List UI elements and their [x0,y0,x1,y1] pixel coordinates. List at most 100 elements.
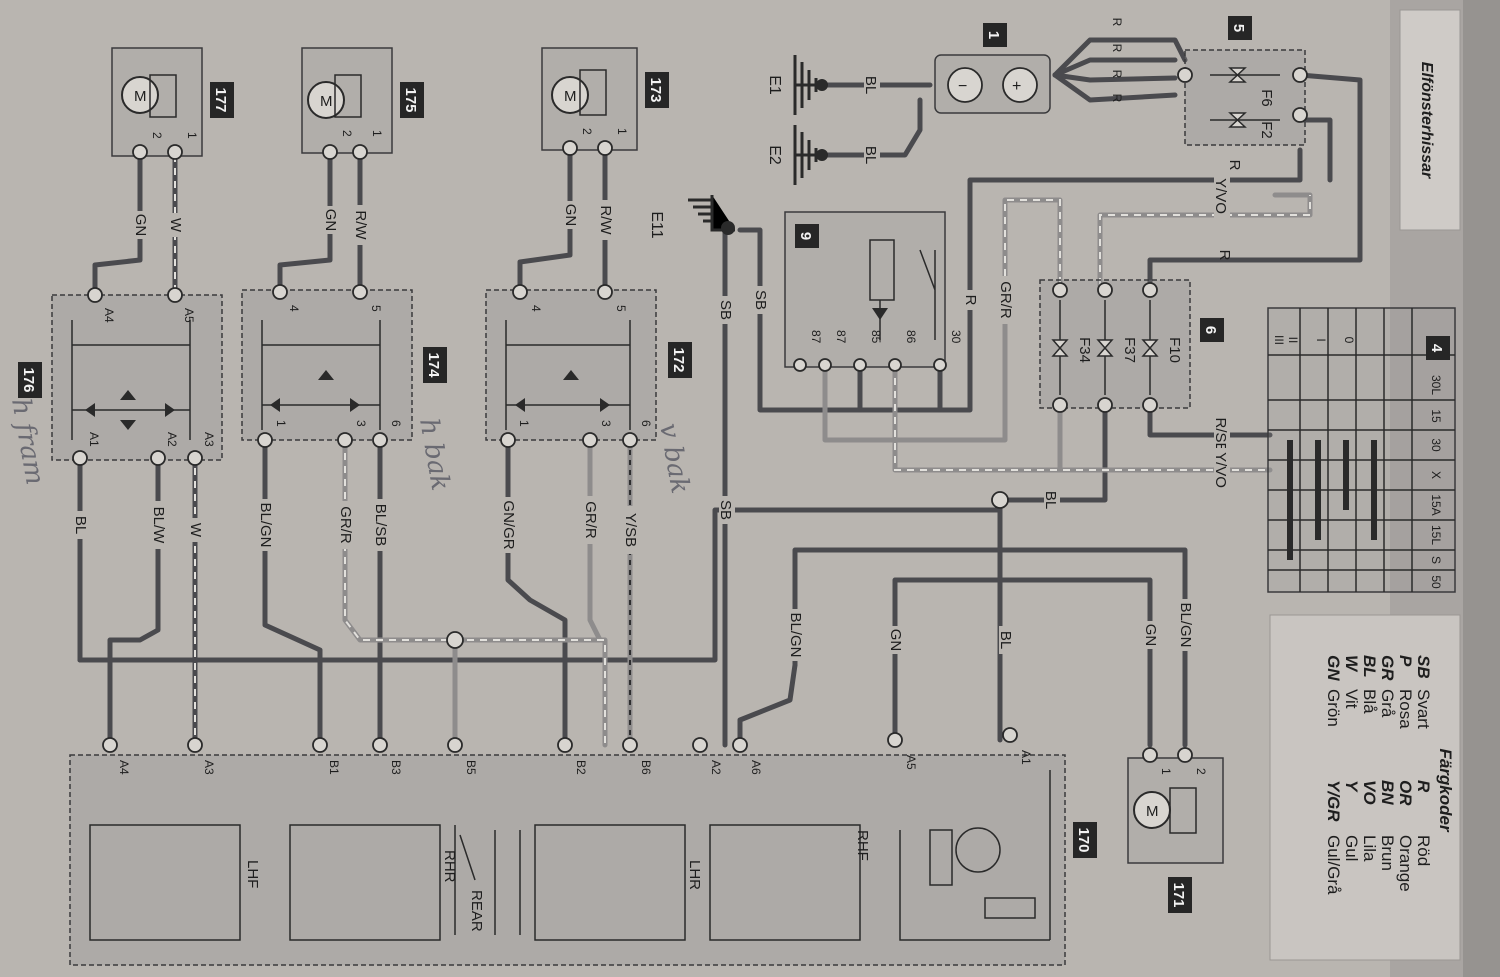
svg-text:Brun: Brun [1378,835,1397,871]
svg-text:87: 87 [809,330,823,344]
tag-1: 1 [983,23,1007,47]
tag-175: 175 [400,82,424,118]
svg-text:F34: F34 [1076,337,1093,363]
ground-e1 [793,55,828,115]
svg-text:GR: GR [1378,655,1397,681]
svg-text:5: 5 [1230,24,1247,32]
svg-text:Lila: Lila [1360,835,1379,862]
svg-text:III: III [1272,335,1286,345]
control-unit-170 [69,754,1066,966]
svg-text:5: 5 [614,305,628,312]
svg-text:177: 177 [212,87,229,112]
svg-text:GN: GN [322,209,339,232]
svg-text:R: R [962,295,979,306]
svg-text:REAR: REAR [468,890,485,932]
section-labels: LHF RHR REAR LHR RHF [244,830,871,932]
svg-text:W: W [167,218,184,233]
svg-text:W: W [187,523,204,538]
battery-1: − + [934,54,1051,114]
svg-text:BN: BN [1378,780,1397,805]
svg-text:F10: F10 [1166,337,1183,363]
svg-text:Y/GR: Y/GR [1324,780,1343,822]
svg-text:85: 85 [869,330,883,344]
svg-text:3: 3 [599,420,613,427]
label-e2: E2 [766,145,783,165]
svg-text:LHR: LHR [686,860,703,890]
svg-text:RHF: RHF [854,830,871,861]
svg-text:E2: E2 [766,145,783,165]
svg-text:BL: BL [1360,655,1379,678]
svg-text:BL/W: BL/W [150,507,167,545]
svg-text:30L: 30L [1429,375,1443,395]
svg-text:171: 171 [1170,882,1187,907]
motor-173: M [541,47,638,151]
tag-177: 177 [210,82,234,118]
svg-text:R: R [1226,160,1243,171]
svg-text:A4: A4 [102,308,116,323]
svg-text:F2: F2 [1258,121,1275,139]
svg-text:A2: A2 [165,432,179,447]
svg-text:GN: GN [132,214,149,237]
svg-text:Y/VO: Y/VO [1212,178,1229,214]
svg-text:174: 174 [425,352,442,378]
svg-text:1: 1 [615,128,629,135]
tag-4: 4 [1426,336,1450,360]
svg-text:SB: SB [1414,655,1433,679]
motor-177: M [111,47,203,157]
svg-text:BL: BL [1042,491,1059,509]
svg-text:2: 2 [150,132,164,139]
svg-text:Blå: Blå [1360,689,1379,714]
motor-175: M [301,47,393,154]
svg-text:Röd: Röd [1414,835,1433,866]
svg-text:SB: SB [717,300,734,320]
svg-text:0: 0 [1342,337,1356,344]
svg-text:1: 1 [985,31,1002,39]
svg-text:Orange: Orange [1396,835,1415,892]
label-e11: E11 [648,211,665,238]
battery-plus: + [1012,78,1021,95]
svg-text:Grå: Grå [1378,689,1397,718]
svg-text:GN: GN [887,629,904,652]
wires-dark [77,37,1363,748]
ignition-switch-4 [1267,307,1456,593]
svg-text:A4: A4 [117,760,131,775]
wire-labels: BL BL R R R R R Y/VO R R GR/R R/SB Y/VO … [72,18,1243,661]
svg-text:15A: 15A [1429,494,1443,515]
svg-text:S: S [1429,556,1443,564]
svg-text:86: 86 [904,330,918,344]
svg-text:F6: F6 [1258,89,1275,107]
tag-9: 9 [795,224,819,248]
svg-text:E11: E11 [648,211,665,238]
label-f6: F6 [1258,89,1275,107]
motor-171: M [1127,757,1224,864]
tag-173: 173 [645,72,669,108]
svg-text:A1: A1 [87,432,101,447]
svg-text:SB: SB [752,290,769,310]
svg-text:4: 4 [529,305,543,312]
fusebox-6 [1039,279,1191,409]
svg-text:GR/R: GR/R [997,281,1014,319]
diagram-title: Elfönsterhissar [1418,62,1435,179]
svg-text:2: 2 [580,128,594,135]
svg-text:A5: A5 [182,308,196,323]
svg-text:170: 170 [1075,827,1092,852]
legend-title: Färgkoder [1436,748,1455,833]
tag-6: 6 [1200,318,1224,342]
svg-text:F37: F37 [1121,337,1138,363]
svg-text:30: 30 [949,330,963,344]
title-text: Elfönsterhissar [1418,62,1435,179]
switch-176 [51,294,223,461]
svg-text:172: 172 [670,347,687,372]
svg-text:3: 3 [354,420,368,427]
svg-text:175: 175 [402,87,419,112]
svg-text:R: R [1216,250,1233,261]
svg-text:Y/SB: Y/SB [622,513,639,547]
svg-text:9: 9 [797,232,814,240]
tag-170: 170 [1073,822,1097,858]
label-f37: F37 [1121,337,1138,363]
tag-171: 171 [1168,877,1192,913]
ignition-columns: 30L 15 30 X 15A 15L S 50 [1429,375,1443,589]
svg-text:Y: Y [1342,780,1361,793]
ground-e11 [688,195,735,235]
